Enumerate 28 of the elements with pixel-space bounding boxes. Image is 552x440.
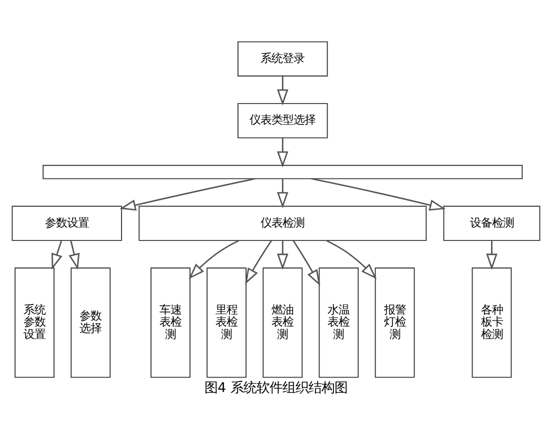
node-box: 仪表类型选择 xyxy=(238,102,328,138)
node-box: 参数选择 xyxy=(70,267,111,378)
node-box: 仪表检测 xyxy=(138,205,427,240)
node-box: 系统参数设置 xyxy=(14,267,55,378)
node-box: 里程表检测 xyxy=(206,267,247,378)
node-box: 系统登录 xyxy=(238,40,328,76)
node-bar xyxy=(42,164,523,179)
arrow xyxy=(311,178,446,210)
node-box: 设备检测 xyxy=(443,205,540,240)
arrow xyxy=(277,137,288,167)
arrow xyxy=(277,76,288,106)
node-box: 燃油表检测 xyxy=(262,267,303,378)
node-box: 参数设置 xyxy=(12,205,122,240)
arrow xyxy=(326,239,377,279)
arrow xyxy=(277,240,288,270)
arrow xyxy=(245,240,272,284)
arrow xyxy=(292,240,320,286)
node-box: 报警灯检测 xyxy=(374,267,415,378)
arrow xyxy=(68,240,80,270)
caption: 图4 系统软件组织结构图 xyxy=(204,380,348,396)
arrow xyxy=(486,240,498,270)
arrow xyxy=(277,178,288,208)
node-box: 车速表检测 xyxy=(150,267,190,378)
node-box: 水温表检测 xyxy=(318,267,359,378)
arrow xyxy=(52,240,62,270)
arrow xyxy=(188,239,240,279)
node-box: 各种板卡检测 xyxy=(472,267,512,378)
arrow xyxy=(120,178,256,210)
